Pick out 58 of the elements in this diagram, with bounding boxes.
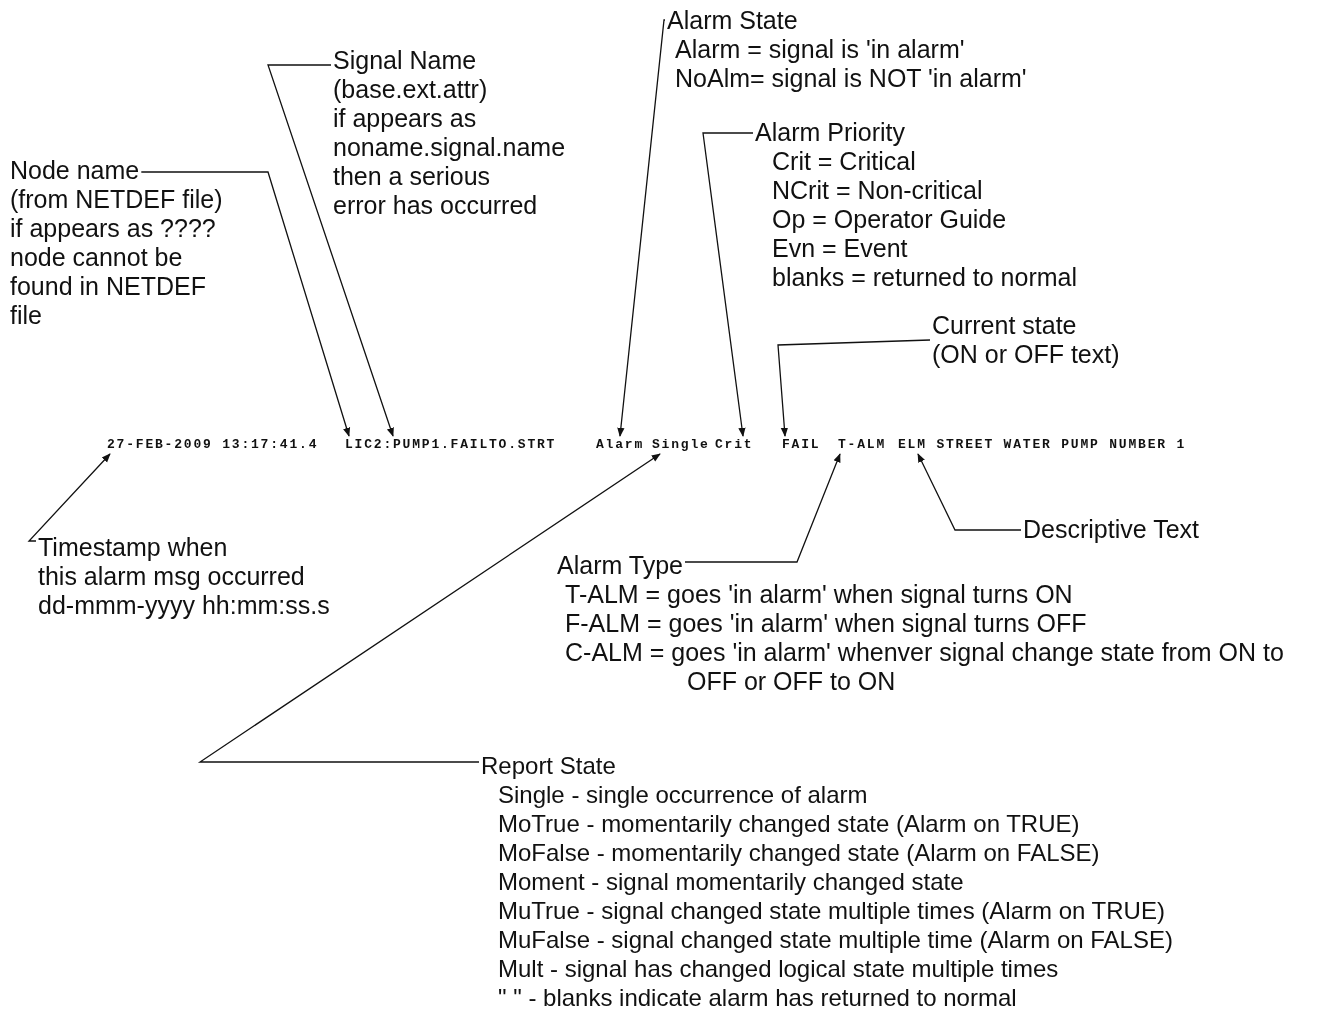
annotation-text: Moment - signal momentarily changed state <box>498 867 964 896</box>
annotation-text: this alarm msg occurred <box>38 562 305 591</box>
annotation-heading: Signal Name <box>333 46 477 75</box>
annotation-heading: Timestamp when <box>38 533 228 562</box>
annotation-text: NoAlm= signal is NOT 'in alarm' <box>675 64 1027 93</box>
annotation-text: noname.signal.name <box>333 133 566 162</box>
annotation-text: NCrit = Non-critical <box>772 176 983 205</box>
annotation-text: Alarm = signal is 'in alarm' <box>675 35 965 64</box>
message-field: Single <box>652 437 710 453</box>
leader-arrow <box>140 171 351 437</box>
annotation-heading: Alarm State <box>667 6 798 35</box>
annotation-heading: Report State <box>481 751 616 780</box>
annotation-text: node cannot be <box>10 243 183 272</box>
leader-arrow <box>197 453 661 763</box>
annotation-text: found in NETDEF <box>10 272 206 301</box>
annotation-heading: Node name <box>10 156 140 185</box>
annotation-text: MoTrue - momentarily changed state (Alarm on TRUE) <box>498 809 1080 838</box>
leader-arrow <box>684 453 841 563</box>
annotation-text: if appears as ???? <box>10 214 216 243</box>
annotation-text: (ON or OFF text) <box>932 340 1120 369</box>
annotation-text: (from NETDEF file) <box>10 185 223 214</box>
annotation-text: Evn = Event <box>772 234 908 263</box>
annotation-text: C-ALM = goes 'in alarm' whenver signal change state from ON to OFF or OFF to ON <box>565 638 1285 696</box>
annotation-text: F-ALM = goes 'in alarm' when signal turns OFF <box>565 609 1087 638</box>
annotation-text: MuTrue - signal changed state multiple times (Alarm on TRUE) <box>498 896 1165 925</box>
leader-arrow <box>777 339 931 437</box>
leader-arrow <box>617 19 666 437</box>
message-field: 27-FEB-2009 13:17:41.4 <box>107 437 319 453</box>
message-field: T-ALM <box>838 437 886 453</box>
annotation-text: if appears as <box>333 104 477 133</box>
message-field: Alarm <box>596 437 644 453</box>
annotation-text: dd-mmm-yyyy hh:mm:ss.s <box>38 591 330 620</box>
annotation-text: MuFalse - signal changed state multiple time (Alarm on FALSE) <box>498 925 1173 954</box>
annotation-text: Op = Operator Guide <box>772 205 1007 234</box>
annotation-heading: Current state <box>932 311 1077 340</box>
annotation-text: T-ALM = goes 'in alarm' when signal turns ON <box>565 580 1073 609</box>
message-field: LIC2: <box>345 437 393 453</box>
annotation-text: blanks = returned to normal <box>772 263 1078 292</box>
annotation-text: Single - single occurrence of alarm <box>498 780 868 809</box>
message-field: PUMP1.FAILTO.STRT <box>393 437 557 453</box>
annotation-text: Mult - signal has changed logical state multiple times <box>498 954 1059 983</box>
message-field: Crit <box>715 437 754 453</box>
annotation-text: then a serious <box>333 162 491 191</box>
message-field: FAIL <box>782 437 821 453</box>
leader-arrow <box>27 453 111 542</box>
leader-arrow <box>267 64 394 437</box>
annotation-text: (base.ext.attr) <box>333 75 488 104</box>
annotation-text: MoFalse - momentarily changed state (Alarm on FALSE) <box>498 838 1100 867</box>
annotation-text: error has occurred <box>333 191 538 220</box>
annotation-text: file <box>10 301 42 330</box>
message-field: ELM STREET WATER PUMP NUMBER 1 <box>898 437 1187 453</box>
annotation-heading: Descriptive Text <box>1023 515 1199 544</box>
annotation-heading: Alarm Type <box>557 551 683 580</box>
leader-arrow <box>702 132 754 437</box>
annotation-text: " " - blanks indicate alarm has returned to normal <box>498 983 1017 1012</box>
leader-arrow <box>917 453 1022 531</box>
annotation-text: Crit = Critical <box>772 147 916 176</box>
annotation-heading: Alarm Priority <box>755 118 905 147</box>
